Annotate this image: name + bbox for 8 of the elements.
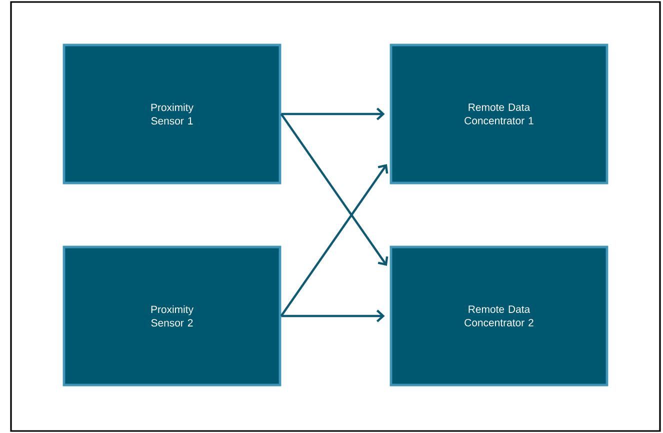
arrow: [280, 113, 388, 266]
process-box: Proximity Sensor 1: [62, 44, 282, 184]
arrow: [281, 108, 385, 120]
process-box: Remote Data Concentrator 2: [390, 246, 608, 386]
process-box: Remote Data Concentrator 1: [390, 44, 608, 184]
arrow: [281, 310, 385, 322]
process-box: Proximity Sensor 2: [62, 246, 282, 386]
arrow: [280, 164, 388, 317]
